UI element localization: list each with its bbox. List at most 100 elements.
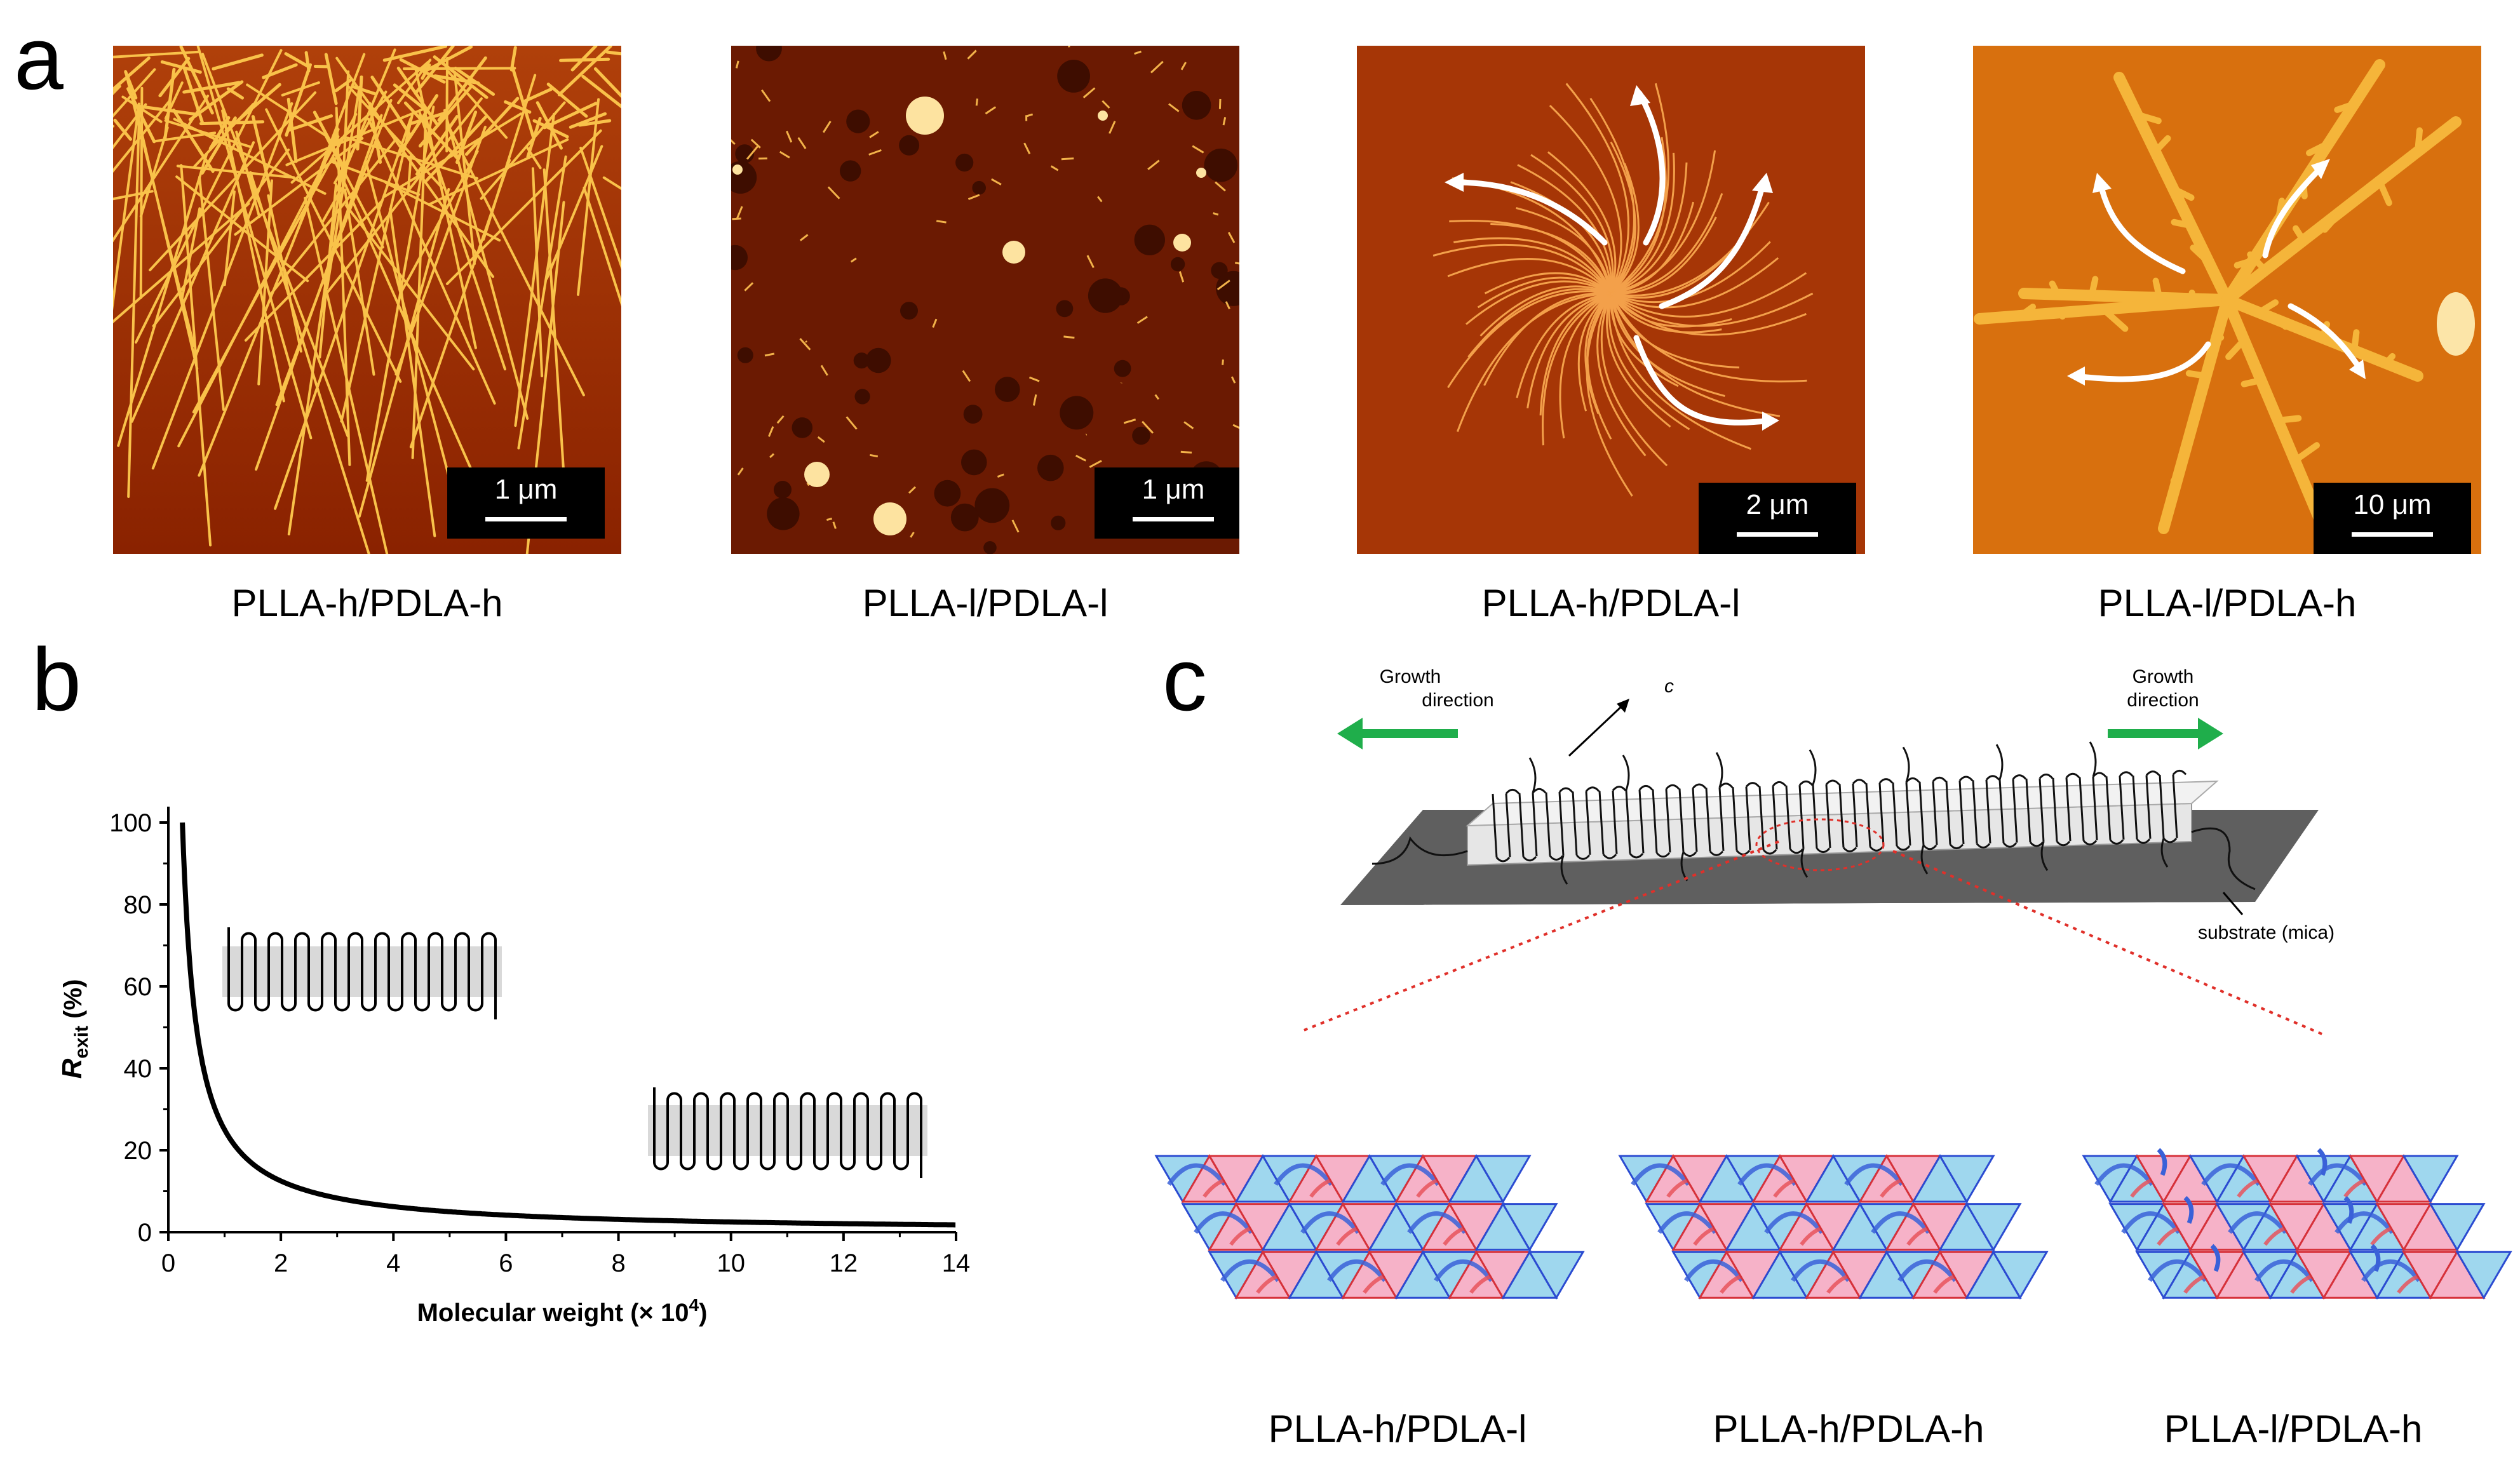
short-fiber	[797, 137, 807, 149]
fiber	[244, 200, 383, 342]
scale-bar: 1 μm	[447, 467, 605, 539]
x-tick-label: 14	[942, 1249, 971, 1277]
plla-stem-triangle	[2402, 1155, 2459, 1204]
bright-particle	[1098, 111, 1108, 121]
x-axis-title: Molecular weight (× 104)	[417, 1295, 708, 1327]
pit	[1057, 60, 1090, 93]
fiber	[517, 155, 567, 450]
short-fiber	[779, 151, 790, 159]
short-fiber	[1082, 87, 1096, 98]
y-tick-label: 100	[109, 809, 152, 837]
inset-chain-folding-high-mw	[648, 1087, 927, 1178]
x-tick-label: 4	[386, 1249, 400, 1277]
swirl-fiber	[1549, 105, 1622, 294]
plla-fold	[2254, 1259, 2314, 1282]
pit	[1182, 91, 1211, 120]
short-fiber	[832, 521, 837, 529]
fiber	[425, 115, 488, 182]
plla-stem-triangle	[2429, 1203, 2486, 1252]
plla-stem-triangle	[1474, 1155, 1532, 1204]
afm-image-3: 2 μm	[1357, 46, 1865, 554]
plla-fold	[1791, 1259, 1850, 1282]
fiber	[199, 120, 265, 126]
short-fiber	[985, 106, 997, 115]
fiber	[579, 147, 621, 270]
afm-image-1: 1 μm	[113, 46, 621, 554]
fiber	[557, 46, 612, 97]
swirl-fiber	[1547, 151, 1617, 294]
short-fiber	[1192, 145, 1204, 154]
short-fiber	[869, 131, 879, 138]
bright-particle	[1002, 241, 1025, 264]
fiber	[196, 46, 313, 440]
folded-chains	[1492, 741, 2187, 885]
fiber	[223, 190, 236, 286]
fiber	[324, 53, 338, 105]
plla-stem-triangle	[1938, 1155, 1995, 1204]
fiber	[163, 67, 176, 140]
short-fiber	[1026, 113, 1034, 118]
fiber	[176, 165, 295, 179]
fiber	[370, 76, 412, 137]
lattice-2	[1618, 1154, 2049, 1300]
growth-label-left-2: direction	[1422, 690, 1493, 711]
dendrite-branch	[2134, 111, 2162, 124]
fiber	[287, 166, 344, 535]
svg-text:Growth: Growth	[1380, 667, 1441, 687]
swirl-fiber	[1483, 292, 1612, 386]
pit	[1170, 257, 1185, 272]
dendrite-branch	[2152, 135, 2171, 155]
fiber	[149, 91, 317, 272]
fiber	[578, 119, 612, 127]
fiber	[249, 171, 370, 554]
dendrite-branch	[2275, 415, 2302, 424]
afm-caption-3: PLLA-h/PDLA-l	[1481, 582, 1741, 624]
dendrite-branch	[2415, 127, 2423, 155]
swirl-fiber	[1516, 292, 1612, 398]
pit	[995, 377, 1020, 402]
short-fiber	[1068, 46, 1070, 48]
loose-chain	[2191, 827, 2256, 890]
short-fiber	[1225, 301, 1230, 310]
plla-fold	[1327, 1259, 1387, 1282]
swirl-fiber	[1610, 152, 1675, 295]
fiber	[234, 137, 364, 236]
fiber	[464, 97, 520, 156]
swirl-fiber	[1432, 243, 1612, 294]
short-fiber	[868, 149, 882, 156]
dendrite-branch	[2049, 280, 2061, 298]
fiber	[113, 190, 154, 201]
short-fiber	[943, 51, 947, 60]
fiber	[113, 202, 250, 323]
growth-arrow-right	[2108, 718, 2223, 749]
swirl-fiber	[1484, 272, 1612, 295]
afm-caption-2: PLLA-l/PDLA-l	[862, 582, 1108, 624]
fiber	[325, 97, 483, 296]
fiber	[341, 70, 350, 195]
y-tick-label: 60	[124, 973, 152, 1001]
scale-bar: 10 μm	[2314, 483, 2471, 554]
fiber	[321, 187, 343, 224]
fiber	[397, 58, 432, 105]
short-fiber	[1232, 424, 1239, 429]
short-fiber	[761, 89, 771, 102]
plla-fold	[1407, 1211, 1467, 1234]
swirl-fiber	[1453, 237, 1612, 294]
short-fiber	[805, 340, 808, 343]
short-fiber	[731, 139, 736, 145]
fiber	[255, 114, 383, 471]
short-fiber	[1086, 255, 1095, 269]
plla-fold	[1380, 1163, 1440, 1186]
fiber	[418, 84, 473, 148]
loose-chain	[1371, 836, 1468, 865]
pit	[767, 497, 800, 530]
swirl-fiber	[1610, 292, 1807, 336]
dendrite-branch	[2192, 405, 2200, 417]
fiber	[384, 182, 501, 242]
substrate-label: substrate (mica)	[2198, 922, 2335, 943]
short-fiber	[1230, 376, 1236, 384]
swirl-fiber	[1479, 285, 1612, 337]
plla-fold	[1764, 1211, 1824, 1234]
fiber	[523, 87, 553, 103]
plla-fold	[1897, 1259, 1957, 1282]
